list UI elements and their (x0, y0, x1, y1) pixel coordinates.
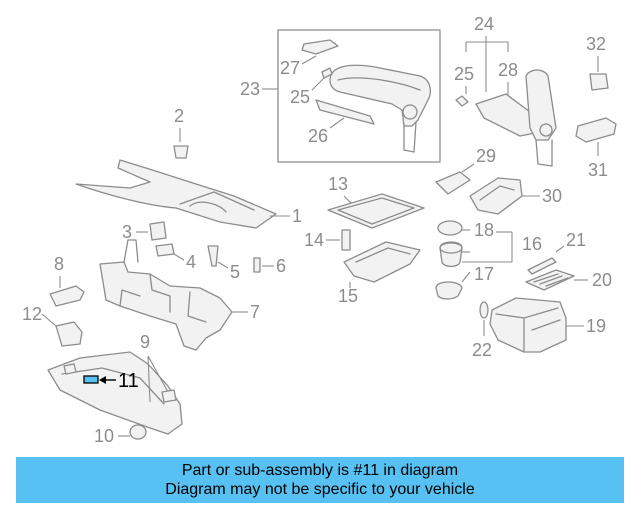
callout-9: 9 (140, 332, 150, 352)
callout-24: 24 (474, 14, 494, 34)
callout-2: 2 (174, 106, 184, 126)
callout-14: 14 (304, 230, 324, 250)
callout-5: 5 (230, 262, 240, 282)
highlighted-part-11: 11 (83, 370, 139, 392)
callout-28: 28 (498, 60, 518, 80)
callout-26: 26 (308, 126, 328, 146)
armrest-pad-part: 27 (280, 39, 339, 78)
callout-1: 1 (292, 206, 302, 226)
callout-30: 30 (542, 186, 562, 206)
callout-17: 17 (474, 264, 494, 284)
callout-8: 8 (54, 254, 64, 274)
callout-3: 3 (122, 222, 132, 242)
armrest-inset-box: 23 (240, 29, 441, 163)
tray-part-15: 15 (338, 241, 421, 306)
callout-11: 11 (118, 370, 139, 392)
banner-line-disclaimer: Diagram may not be specific to your vehi… (165, 481, 475, 498)
pin-part-6: 6 (253, 256, 286, 276)
console-frame-part-7: 7 (99, 239, 260, 351)
clip-part-32: 32 (586, 34, 609, 91)
callout-32: 32 (586, 34, 606, 54)
clip-part-14: 14 (304, 229, 351, 251)
callout-22: 22 (472, 340, 492, 360)
holder-frame-part-30: 30 (469, 177, 562, 215)
callout-16: 16 (522, 234, 542, 254)
parts-diagram: 23 27 25 26 24 25 28 (22, 14, 617, 446)
trim-part-8: 8 (49, 254, 85, 307)
mat-part-20: 20 (525, 269, 612, 291)
callout-7: 7 (250, 302, 260, 322)
clip-part-3: 3 (122, 221, 167, 242)
bracket-part-12: 12 (22, 304, 83, 347)
info-banner: Part or sub-assembly is #11 in diagram D… (16, 457, 624, 503)
fastener-part-2: 2 (173, 106, 189, 159)
callout-31: 31 (588, 160, 608, 180)
armrest-lid-part (329, 64, 432, 153)
armrest-bracket-assembly: 24 25 28 (454, 14, 557, 167)
callout-21: 21 (566, 230, 586, 250)
plug-part-10: 10 (94, 424, 147, 446)
clip-part-22: 22 (472, 301, 492, 360)
callout-20: 20 (592, 270, 612, 290)
callout-15: 15 (338, 286, 358, 306)
callout-25b: 25 (454, 64, 474, 84)
bolt-part-5: 5 (207, 245, 240, 282)
callout-13: 13 (328, 174, 348, 194)
trim-strip-part: 26 (308, 99, 375, 146)
callout-18: 18 (474, 220, 494, 240)
callout-6: 6 (276, 256, 286, 276)
callout-12: 12 (22, 304, 42, 324)
callout-29: 29 (476, 146, 496, 166)
tray-mat-part-13: 13 (327, 174, 425, 229)
banner-line-part: Part or sub-assembly is #11 in diagram (181, 462, 459, 479)
callout-23: 23 (240, 79, 260, 99)
trim-part-29: 29 (435, 146, 496, 195)
callout-10: 10 (94, 426, 114, 446)
callout-4: 4 (186, 252, 196, 272)
storage-bin-part-19: 19 (489, 297, 606, 353)
clip-part-4: 4 (155, 243, 196, 272)
console-trim-part-1: 1 (75, 159, 302, 229)
cup-holder-group: 18 16 17 (435, 220, 542, 300)
small-pin-part: 25 (290, 67, 333, 107)
callout-25a: 25 (290, 87, 310, 107)
strip-part-21: 21 (527, 230, 586, 275)
callout-19: 19 (586, 316, 606, 336)
callout-27: 27 (280, 58, 300, 78)
bracket-part-31: 31 (575, 117, 617, 180)
side-panel-part-9: 9 (47, 332, 183, 435)
